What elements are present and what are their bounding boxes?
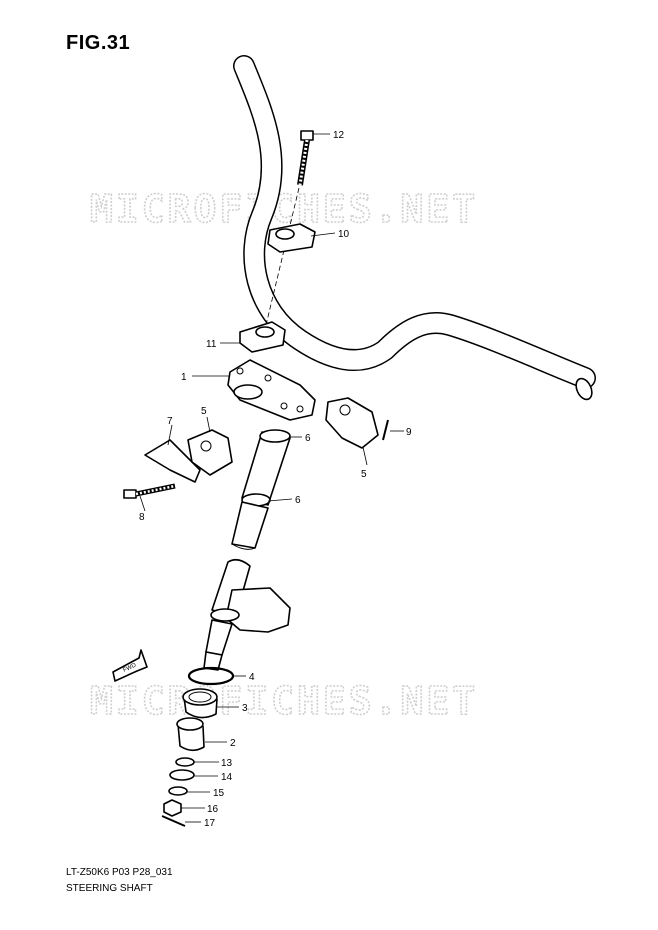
callout-4: 4 bbox=[249, 672, 255, 683]
watermark-top: MICROFICHES.NET bbox=[90, 187, 478, 231]
callout-6-upper: 6 bbox=[305, 433, 311, 444]
callout-12: 12 bbox=[333, 130, 345, 141]
holder-5-left bbox=[187, 429, 233, 476]
callout-17: 17 bbox=[204, 818, 216, 829]
callout-9: 9 bbox=[406, 427, 412, 438]
footer-code: LT-Z50K6 P03 P28_031 bbox=[66, 867, 173, 878]
bracket-7 bbox=[144, 439, 201, 483]
handlebar bbox=[233, 55, 596, 401]
lower-clamp-11 bbox=[239, 321, 286, 353]
callout-6-lower: 6 bbox=[295, 495, 301, 506]
callout-5-right: 5 bbox=[361, 469, 367, 480]
watermark-bottom: MICROFICHES.NET bbox=[90, 679, 478, 723]
callout-3: 3 bbox=[242, 703, 248, 714]
steering-shaft bbox=[203, 429, 291, 671]
callout-10: 10 bbox=[338, 229, 350, 240]
seal-3 bbox=[182, 688, 218, 719]
cotter-pin-17 bbox=[161, 815, 186, 827]
direction-arrow: FWD bbox=[112, 649, 148, 682]
pin-9 bbox=[382, 419, 389, 441]
callout-7: 7 bbox=[167, 416, 173, 427]
upper-clamp-10 bbox=[267, 223, 316, 253]
bolt-8 bbox=[123, 483, 176, 499]
footer-name: STEERING SHAFT bbox=[66, 883, 153, 894]
nut-16 bbox=[163, 799, 182, 817]
bolt-12 bbox=[265, 130, 314, 326]
fwd-label: FWD bbox=[122, 662, 138, 673]
callout-11: 11 bbox=[206, 339, 217, 350]
callout-13: 13 bbox=[221, 758, 233, 769]
washer-14 bbox=[169, 769, 195, 781]
holder-5-right bbox=[325, 397, 379, 449]
handlebar-holder-1 bbox=[227, 359, 316, 421]
callout-2: 2 bbox=[230, 738, 236, 749]
figure-title: FIG.31 bbox=[66, 32, 131, 54]
callout-14: 14 bbox=[221, 772, 233, 783]
washer-15 bbox=[168, 786, 188, 796]
callout-15: 15 bbox=[213, 788, 225, 799]
callout-16: 16 bbox=[207, 804, 219, 815]
bushing-2 bbox=[176, 717, 205, 752]
callout-1: 1 bbox=[181, 372, 187, 383]
callout-5-left: 5 bbox=[201, 406, 207, 417]
callout-8: 8 bbox=[139, 512, 145, 523]
washer-13 bbox=[175, 757, 195, 767]
